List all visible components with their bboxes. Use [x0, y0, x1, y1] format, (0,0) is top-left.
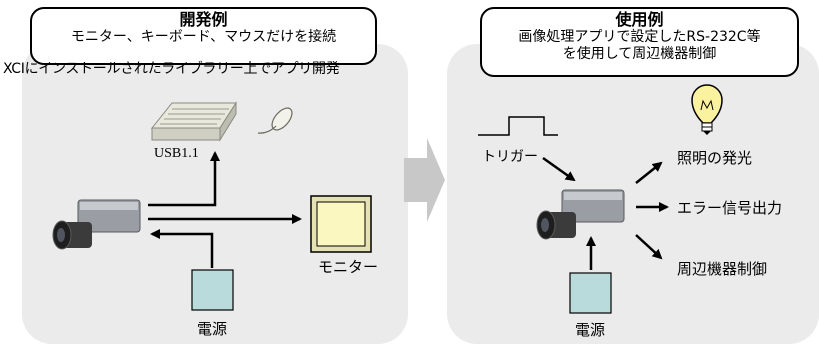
power-box-right [569, 272, 612, 314]
output-peripheral-label: 周辺機器制御 [677, 260, 768, 278]
arrow-to-light [635, 161, 663, 184]
right-title: 使用例 [615, 10, 664, 29]
trigger-pulse-icon [478, 116, 558, 136]
right-desc-line2: を使用して周辺機器制御 [562, 46, 717, 62]
output-error-label: エラー信号出力 [677, 199, 783, 217]
left-desc-line2: XCIにインストールされたライブラリー上でアプリ開発 [3, 61, 340, 77]
camera-icon [52, 199, 141, 250]
power-label-right: 電源 [575, 321, 606, 339]
power-label-left: 電源 [197, 320, 228, 338]
monitor-label: モニター [318, 258, 379, 276]
keyboard-icon [150, 101, 237, 142]
monitor-icon [310, 195, 372, 253]
right-desc-line1: 画像処理アプリで設定したRS-232C等 [518, 29, 761, 45]
trigger-label: トリガー [482, 149, 538, 165]
left-title: 開発例 [179, 10, 228, 29]
arrow-to-peripheral [635, 234, 663, 260]
output-light-label: 照明の発光 [677, 149, 753, 167]
mouse-icon [257, 107, 293, 134]
usb-label: USB1.1 [154, 146, 199, 161]
left-desc-line1: モニター、キーボード、マウスだけを接続 [70, 29, 337, 45]
right-title-box: 使用例 画像処理アプリで設定したRS-232C等 を使用して周辺機器制御 [480, 7, 799, 77]
arrow-camera-to-usb [148, 151, 220, 207]
right-panel [447, 44, 819, 344]
camera-icon-right [536, 189, 625, 240]
lightbulb-icon [691, 84, 723, 135]
arrow-power-to-camera [150, 229, 214, 268]
transition-arrow-icon [404, 138, 445, 222]
arrow-trigger-to-camera [542, 156, 576, 182]
power-box-left [191, 269, 234, 311]
left-title-box: 開発例 モニター、キーボード、マウスだけを接続 [30, 7, 377, 65]
